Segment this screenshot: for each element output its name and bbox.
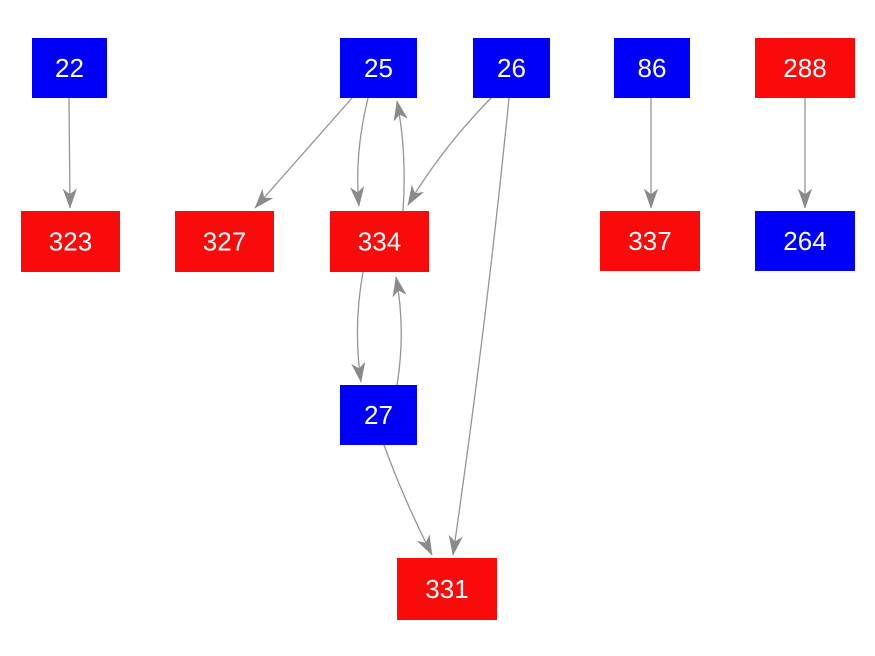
node-327-box (175, 211, 274, 272)
node-323-box (21, 211, 120, 272)
edge-334-to-27 (351, 271, 366, 383)
node-26: 26 (473, 38, 550, 98)
node-323: 323 (21, 211, 120, 272)
edge-25-to-334 (349, 97, 369, 207)
node-22-box (32, 38, 107, 98)
edge-25-to-327 (254, 97, 353, 209)
node-288: 288 (755, 38, 855, 98)
edge-22-to-323 (62, 97, 77, 209)
edge-27-to-334 (392, 276, 407, 386)
node-25-box (340, 38, 417, 98)
node-86: 86 (614, 38, 690, 98)
node-86-box (614, 38, 690, 98)
node-337: 337 (600, 211, 700, 271)
node-25: 25 (340, 38, 417, 98)
node-26-box (473, 38, 550, 98)
node-334: 334 (330, 211, 429, 272)
node-331: 331 (397, 558, 497, 620)
edge-26-to-331 (448, 97, 510, 556)
node-27: 27 (340, 385, 417, 445)
node-264-box (755, 211, 855, 271)
node-337-box (600, 211, 700, 271)
node-327: 327 (175, 211, 274, 272)
node-288-box (755, 38, 855, 98)
node-264: 264 (755, 211, 855, 271)
node-334-box (330, 211, 429, 272)
node-22: 22 (32, 38, 107, 98)
edge-334-to-25 (393, 100, 408, 212)
node-331-box (397, 558, 497, 620)
edge-27-to-331 (383, 444, 433, 556)
edge-26-to-334 (407, 97, 492, 206)
node-27-box (340, 385, 417, 445)
